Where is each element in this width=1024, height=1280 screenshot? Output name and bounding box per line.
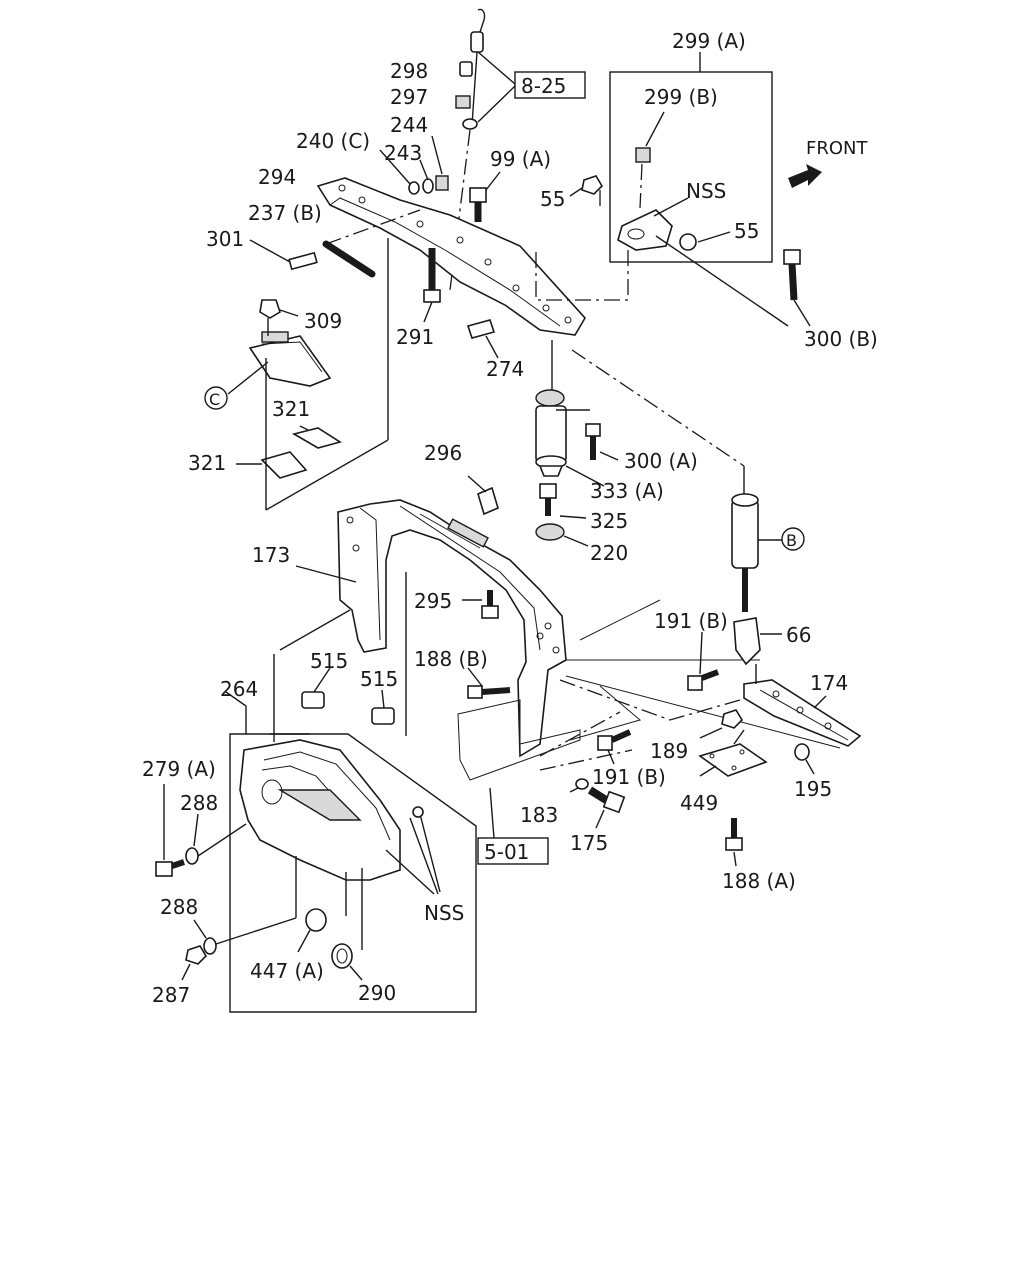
label-99a: 99 (A): [490, 147, 551, 171]
label-243: 243: [384, 141, 422, 165]
label-195: 195: [794, 777, 832, 801]
label-240c: 240 (C): [296, 129, 370, 153]
label-220: 220: [590, 541, 628, 565]
bolt-325: [539, 483, 587, 519]
label-515-right: 515: [360, 667, 398, 691]
bolt-188b: [467, 667, 511, 699]
bracket-66: [733, 617, 782, 666]
label-55-inner: 55: [734, 219, 759, 243]
label-290: 290: [358, 981, 396, 1005]
label-191b-lower: 191 (B): [592, 765, 666, 789]
label-66: 66: [786, 623, 811, 647]
bolt-300a: [585, 423, 619, 461]
label-nss-upper: NSS: [686, 179, 726, 203]
crossmember-294: [316, 177, 586, 336]
grommet-290: [331, 943, 363, 981]
panel-5-01: 5-01: [457, 699, 633, 865]
bolt-295: [462, 590, 499, 619]
label-301: 301: [206, 227, 244, 251]
spacers-515: [301, 667, 395, 725]
bolt-191b-upper: [687, 631, 720, 691]
label-325: 325: [590, 509, 628, 533]
label-291: 291: [396, 325, 434, 349]
label-191b-upper: 191 (B): [654, 609, 728, 633]
label-288-upper: 288: [180, 791, 218, 815]
label-183: 183: [520, 803, 558, 827]
mount-220: [535, 523, 589, 547]
label-279a: 279 (A): [142, 757, 216, 781]
label-173: 173: [252, 543, 290, 567]
bolt-279a: [155, 784, 185, 877]
label-296: 296: [424, 441, 462, 465]
bolt-301: [249, 239, 318, 271]
rod-237b: [322, 209, 421, 278]
label-299a: 299 (A): [672, 29, 746, 53]
label-188a: 188 (A): [722, 869, 796, 893]
washer-288-lower: [193, 917, 297, 955]
label-297: 297: [390, 85, 428, 109]
ref-box-8-25: 8-25: [477, 51, 586, 123]
label-294: 294: [258, 165, 296, 189]
label-309: 309: [304, 309, 342, 333]
label-175: 175: [570, 831, 608, 855]
label-188b: 188 (B): [414, 647, 488, 671]
label-288-lower: 288: [160, 895, 198, 919]
front-label: FRONT: [806, 138, 868, 159]
nut-55: [569, 175, 604, 197]
label-55-outer: 55: [540, 187, 565, 211]
label-298: 298: [390, 59, 428, 83]
plate-449: [698, 729, 768, 777]
ref-5-01: 5-01: [484, 840, 529, 864]
bolt-291: [423, 248, 441, 323]
bolt-99a: [469, 171, 501, 222]
nut-189: [699, 709, 744, 739]
label-300b: 300 (B): [804, 327, 878, 351]
nut-195: [794, 743, 815, 775]
label-295: 295: [414, 589, 452, 613]
circle-marker-c: C: [204, 386, 228, 410]
front-indicator: FRONT: [788, 138, 868, 188]
plug-447a: [297, 908, 327, 953]
callout-labels: 298 297 244 243 240 (C) 294 237 (B) 301 …: [142, 29, 878, 1007]
shock-b: B: [571, 349, 805, 612]
label-321-upper: 321: [272, 397, 310, 421]
washers-240c-243-244: [379, 135, 449, 195]
label-244: 244: [390, 113, 428, 137]
bolt-300b: [655, 235, 811, 327]
front-arrow-icon: [788, 164, 822, 188]
label-515-left: 515: [310, 649, 348, 673]
label-333a: 333 (A): [590, 479, 664, 503]
label-321-lower: 321: [188, 451, 226, 475]
rail-174: [559, 664, 862, 747]
label-237b: 237 (B): [248, 201, 322, 225]
shield-box: [229, 706, 477, 1013]
box-299a: [599, 52, 773, 263]
bolt-175: [587, 786, 626, 829]
washer-288-upper: [185, 813, 247, 865]
bolt-188a: [725, 818, 743, 867]
circle-b-text: B: [786, 531, 797, 550]
clip-296: [467, 475, 499, 516]
bolt-191b-lower: [597, 729, 632, 765]
ref-8-25: 8-25: [521, 74, 566, 98]
bracket-274: [466, 319, 499, 359]
sensor-rod: [449, 8, 486, 291]
label-447a: 447 (A): [250, 959, 324, 983]
label-264: 264: [220, 677, 258, 701]
label-449: 449: [680, 791, 718, 815]
label-274: 274: [486, 357, 524, 381]
label-nss-lower: NSS: [424, 901, 464, 925]
frame-173: [295, 499, 567, 758]
label-287: 287: [152, 983, 190, 1007]
label-189: 189: [650, 739, 688, 763]
label-299b: 299 (B): [644, 85, 718, 109]
brackets-321: [236, 238, 389, 511]
nut-287: [181, 945, 208, 981]
label-300a: 300 (A): [624, 449, 698, 473]
damper-333a: [535, 340, 605, 487]
washer-183: [569, 778, 589, 793]
label-174: 174: [810, 671, 848, 695]
circle-c-text: C: [209, 390, 220, 409]
